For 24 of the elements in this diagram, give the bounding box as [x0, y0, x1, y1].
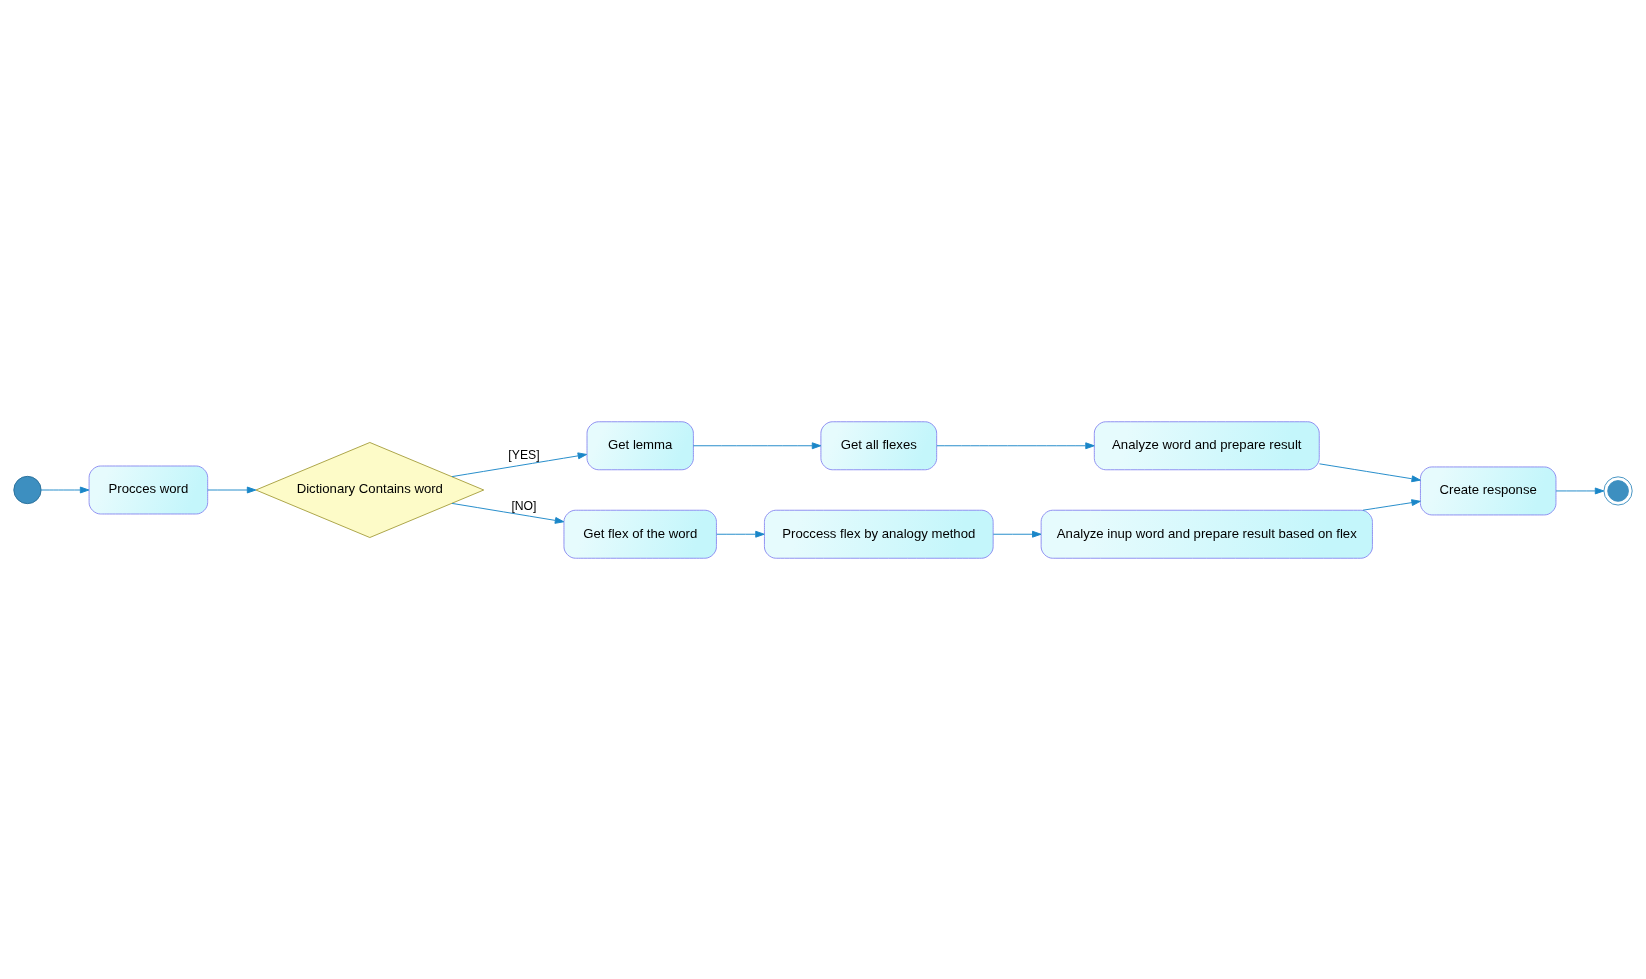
node-circle — [1603, 475, 1633, 506]
node-box: Analyze word and prepare result — [1093, 420, 1320, 470]
arrow — [451, 451, 588, 477]
node-box: Get all flexes — [820, 420, 938, 470]
node-box: Get lemma — [586, 420, 694, 470]
arrow — [40, 486, 90, 493]
node-circle — [13, 475, 42, 504]
arrow — [207, 486, 257, 493]
arrow — [992, 530, 1042, 538]
arrow — [936, 441, 1095, 449]
arrow — [1555, 487, 1605, 494]
node-diamond: Dictionary Contains word — [255, 441, 485, 538]
node-box: Create response — [1419, 465, 1557, 515]
node-box: Get flex of the word — [563, 509, 717, 559]
node-box: Proccess flex by analogy method — [763, 509, 994, 559]
arrow — [716, 530, 765, 538]
edge-label: [NO] — [511, 498, 537, 513]
edge-label: [YES] — [508, 447, 540, 462]
node-box: Procces word — [88, 465, 209, 514]
arrow — [451, 502, 565, 524]
arrow — [1318, 462, 1421, 482]
arrow — [1362, 498, 1421, 511]
node-box: Analyze inup word and prepare result based on flex — [1040, 509, 1373, 559]
arrow — [692, 441, 822, 449]
